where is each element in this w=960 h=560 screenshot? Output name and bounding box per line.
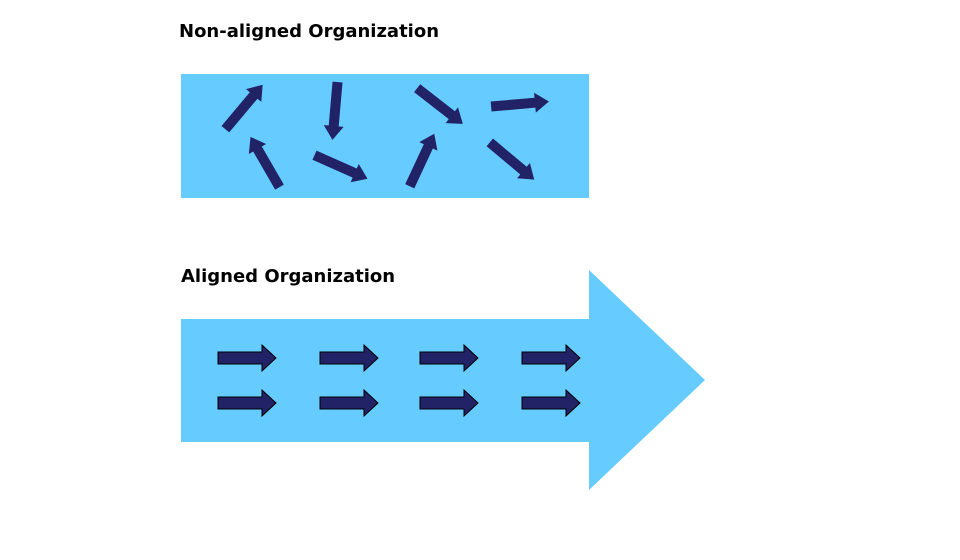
aligned-arrow	[217, 388, 277, 418]
scattered-arrow	[405, 133, 438, 189]
aligned-arrow	[521, 388, 581, 418]
scattered-arrow	[248, 136, 284, 190]
non-aligned-arrows	[221, 81, 549, 190]
aligned-arrow	[217, 343, 277, 373]
aligned-arrow	[319, 343, 379, 373]
aligned-title: Aligned Organization	[181, 266, 396, 287]
scattered-arrow	[312, 150, 368, 183]
scattered-arrow	[221, 84, 263, 133]
aligned-arrow	[319, 388, 379, 418]
aligned-big-arrow	[181, 270, 705, 490]
aligned-arrow	[521, 343, 581, 373]
scattered-arrow	[490, 92, 549, 113]
scattered-arrow	[414, 84, 463, 124]
non-aligned-panel	[181, 74, 589, 198]
aligned-arrows	[217, 343, 581, 418]
scattered-arrow	[323, 81, 344, 140]
non-aligned-title: Non-aligned Organization	[179, 21, 440, 42]
aligned-arrow	[419, 343, 479, 373]
aligned-arrow	[419, 388, 479, 418]
scattered-arrow	[486, 138, 535, 180]
